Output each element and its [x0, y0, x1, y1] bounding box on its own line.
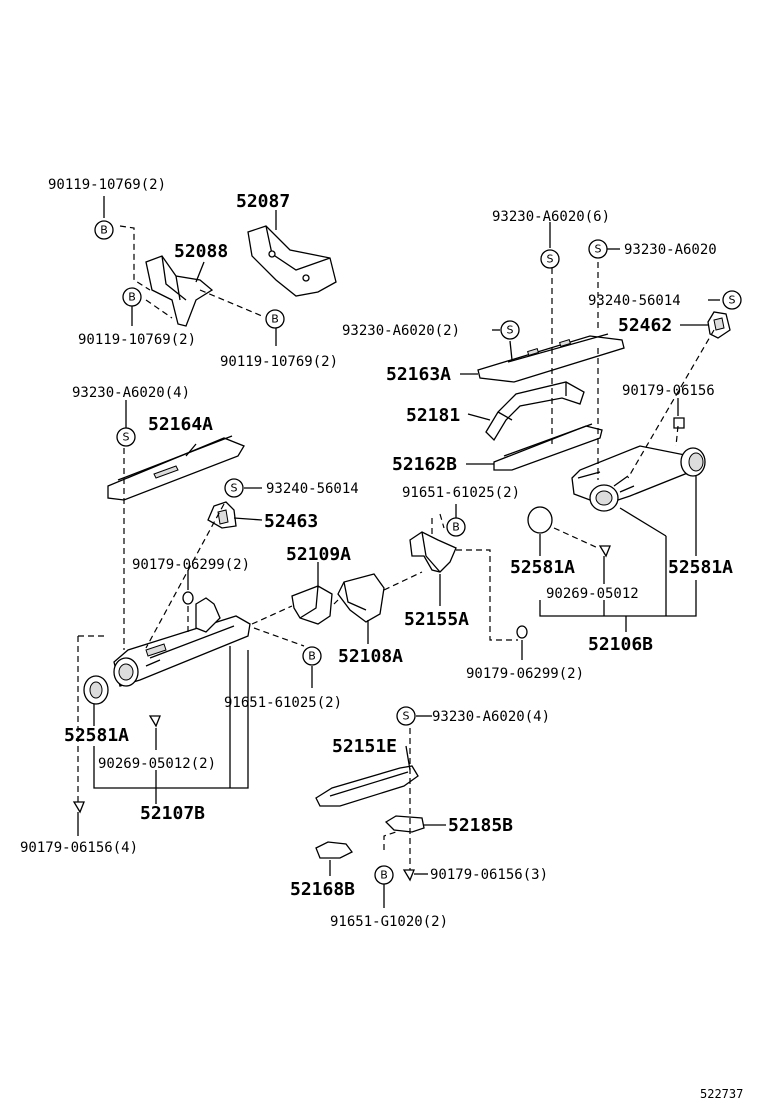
part-labels: 90119-10769(2) 52087 52088 90119-10769(2… [20, 177, 733, 930]
screw-symbol-3: S [722, 290, 742, 310]
dashed-lines [77, 225, 715, 870]
svg-text:B: B [452, 521, 460, 534]
label-52109A: 52109A [286, 544, 351, 565]
label-90119-10769-2-right: 90119-10769(2) [220, 354, 338, 370]
label-90269-05012-2: 90269-05012(2) [98, 756, 216, 772]
label-52155A: 52155A [404, 609, 469, 630]
bracket-52155A [409, 531, 457, 573]
label-52106B: 52106B [588, 634, 653, 655]
svg-text:S: S [123, 431, 130, 444]
label-91651-61025-2-top: 91651-61025(2) [402, 485, 520, 501]
label-93230-A6020-6: 93230-A6020(6) [492, 209, 610, 225]
bracket-52109A [291, 585, 333, 625]
label-52463: 52463 [264, 511, 318, 532]
svg-text:S: S [547, 253, 554, 266]
bracket-52108A [337, 573, 385, 623]
svg-text:B: B [100, 224, 108, 237]
label-52088: 52088 [174, 241, 228, 262]
grommet-90179-06299-right [516, 625, 528, 639]
label-90269-05012: 90269-05012 [546, 586, 639, 602]
label-52462: 52462 [618, 315, 672, 336]
svg-text:S: S [507, 324, 514, 337]
label-90179-06299-2-left: 90179-06299(2) [132, 557, 250, 573]
svg-text:S: S [729, 294, 736, 307]
bracket-52151E [315, 765, 419, 807]
grommet-90179-06156 [673, 417, 685, 429]
grommet-90179-06156-4 [72, 801, 85, 814]
clip-90269-left [148, 715, 161, 728]
screw-symbol-5: S [116, 427, 136, 447]
label-52181: 52181 [406, 405, 460, 426]
label-52581A-left: 52581A [64, 725, 129, 746]
label-90119-10769-2-left: 90119-10769(2) [78, 332, 196, 348]
label-52087: 52087 [236, 191, 290, 212]
cap-52581A-mid [527, 506, 553, 534]
label-91651-61025-2-bottom: 91651-61025(2) [224, 695, 342, 711]
svg-text:B: B [128, 291, 136, 304]
svg-text:B: B [271, 313, 279, 326]
bolt-symbol-6: B [374, 865, 394, 885]
label-90179-06156-3: 90179-06156(3) [430, 867, 548, 883]
leader-lines [77, 196, 720, 908]
svg-text:B: B [380, 869, 388, 882]
plate-52162B [493, 425, 603, 471]
svg-text:S: S [231, 482, 238, 495]
bolt-symbol-4: B [446, 517, 466, 537]
bracket-52185B [384, 815, 425, 833]
label-52185B: 52185B [448, 815, 513, 836]
label-52164A: 52164A [148, 414, 213, 435]
svg-text:S: S [595, 243, 602, 256]
svg-text:B: B [308, 650, 316, 663]
bolt-symbol-1: B [94, 220, 114, 240]
label-93230-A6020-4-bottom: 93230-A6020(4) [432, 709, 550, 725]
label-52162B: 52162B [392, 454, 457, 475]
label-90119-10769-2-top: 90119-10769(2) [48, 177, 166, 193]
label-93230-A6020: 93230-A6020 [624, 242, 717, 258]
label-90179-06299-2-right: 90179-06299(2) [466, 666, 584, 682]
label-90179-06156-4: 90179-06156(4) [20, 840, 138, 856]
bolt-symbol-5: B [302, 646, 322, 666]
bumper-52107B [113, 597, 251, 687]
bumper-52106B [571, 445, 691, 512]
label-91651-G1020-2: 91651-G1020(2) [330, 914, 448, 930]
label-52107B: 52107B [140, 803, 205, 824]
svg-text:S: S [403, 710, 410, 723]
screw-symbol-1: S [540, 249, 560, 269]
label-90179-06156: 90179-06156 [622, 383, 715, 399]
diagram-id: 522737 [700, 1087, 743, 1101]
screw-symbol-4: S [500, 320, 520, 340]
screw-symbol-7: S [396, 706, 416, 726]
plate-52163A [477, 335, 625, 383]
part-shapes [72, 225, 731, 882]
screw-symbol-6: S [224, 478, 244, 498]
bolt-symbol-3: B [265, 309, 285, 329]
grommet-90179-06299-left [182, 591, 194, 605]
symbols: B B B S S S S S S B B S B [94, 220, 742, 885]
bracket-52181 [485, 381, 585, 442]
label-93230-A6020-2: 93230-A6020(2) [342, 323, 460, 339]
bolt-symbol-2: B [122, 287, 142, 307]
pad-52168B [315, 841, 353, 859]
label-52581A-right: 52581A [668, 557, 733, 578]
clip-90269-right [598, 545, 611, 558]
label-52108A: 52108A [338, 646, 403, 667]
label-93240-56014-top: 93240-56014 [588, 293, 681, 309]
label-52163A: 52163A [386, 364, 451, 385]
label-93230-A6020-4-left: 93230-A6020(4) [72, 385, 190, 401]
grommet-90179-06156-3 [402, 869, 415, 882]
label-52151E: 52151E [332, 736, 397, 757]
label-52581A-mid: 52581A [510, 557, 575, 578]
label-93240-56014-mid: 93240-56014 [266, 481, 359, 497]
label-52168B: 52168B [290, 879, 355, 900]
screw-symbol-2: S [588, 239, 608, 259]
